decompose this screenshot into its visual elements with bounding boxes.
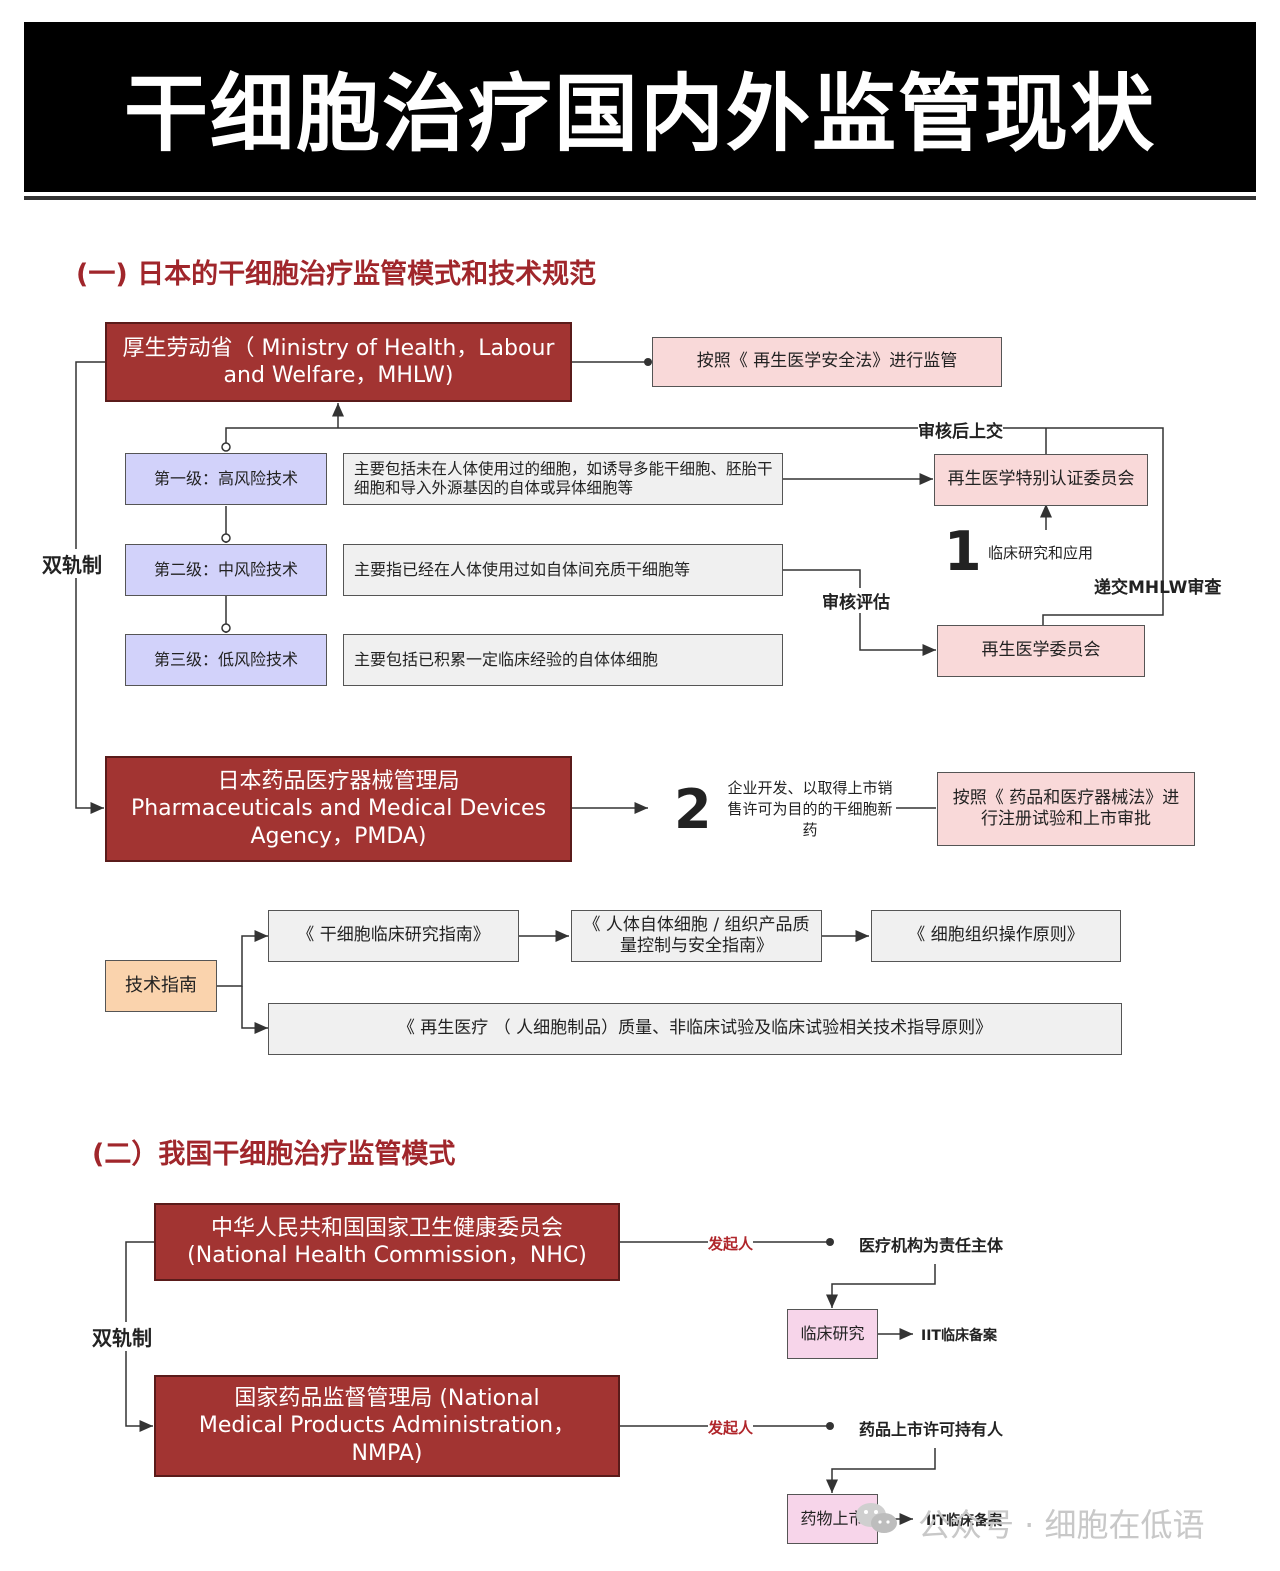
- guide-3: 《 细胞组织操作原则》: [871, 910, 1121, 962]
- iit-filing-1: IIT临床备案: [921, 1328, 997, 1344]
- special-committee-box: 再生医学特别认证委员会: [934, 454, 1148, 506]
- watermark-text: 公众号 · 细胞在低语: [918, 1506, 1205, 1544]
- dual-track-label-1: 双轨制: [42, 549, 102, 578]
- dual-track-label-2: 双轨制: [92, 1322, 152, 1351]
- section1-heading: (一) 日本的干细胞治疗监管模式和技术规范: [76, 259, 597, 290]
- tech-guide-box: 技术指南: [105, 960, 217, 1012]
- nmpa-subject: 药品上市许可持有人: [859, 1420, 1004, 1439]
- submit-mhlw-label: 递交MHLW审查: [1094, 578, 1222, 598]
- clinical-app-label: 临床研究和应用: [988, 544, 1094, 562]
- pmda-box: 日本药品医疗器械管理局 Pharmaceuticals and Medical …: [105, 756, 572, 862]
- clinical-research-box: 临床研究: [787, 1309, 878, 1359]
- level3-desc: 主要包括已积累一定临床经验的自体体细胞: [343, 634, 783, 686]
- level2-desc: 主要指已经在人体使用过如自体间充质干细胞等: [343, 544, 783, 596]
- title-underline: [24, 196, 1256, 200]
- title-bar: 干细胞治疗国内外监管现状: [24, 22, 1256, 192]
- iit-filing-2: IIT临床备案: [926, 1513, 1002, 1529]
- level1-desc: 主要包括未在人体使用过的细胞，如诱导多能干细胞、胚胎干细胞和导入外源基因的自体或…: [343, 453, 783, 505]
- page-title: 干细胞治疗国内外监管现状: [123, 64, 1156, 163]
- level1-box: 第一级：高风险技术: [125, 453, 327, 505]
- mhlw-box: 厚生劳动省（ Ministry of Health，Labour and Wel…: [105, 322, 572, 402]
- level2-box: 第二级：中风险技术: [125, 544, 327, 596]
- nmpa-box: 国家药品监督管理局 (National Medical Products Adm…: [154, 1375, 620, 1477]
- pmda-law-box: 按照《 药品和医疗器械法》进行注册试验和上市审批: [937, 772, 1195, 846]
- number-1: 1: [944, 520, 982, 583]
- mhlw-law-box: 按照《 再生医学安全法》进行监管: [652, 337, 1002, 387]
- level3-box: 第三级：低风险技术: [125, 634, 327, 686]
- initiator-label-2: 发起人: [708, 1417, 754, 1438]
- guide-2: 《 人体自体细胞 / 组织产品质量控制与安全指南》: [571, 910, 822, 962]
- nhc-subject: 医疗机构为责任主体: [859, 1236, 1004, 1255]
- wechat-icon: [854, 1500, 900, 1542]
- review-submit-label: 审核后上交: [918, 417, 1003, 442]
- pmda-desc: 企业开发、以取得上市销售许可为目的的干细胞新药: [724, 778, 896, 841]
- review-eval-label: 审核评估: [822, 588, 890, 613]
- number-2: 2: [674, 778, 712, 841]
- guide-4: 《 再生医疗 （ 人细胞制品）质量、非临床试验及临床试验相关技术指导原则》: [268, 1003, 1122, 1055]
- guide-1: 《 干细胞临床研究指南》: [268, 910, 519, 962]
- initiator-label-1: 发起人: [708, 1233, 754, 1254]
- section2-heading: (二）我国干细胞治疗监管模式: [92, 1139, 456, 1170]
- nhc-box: 中华人民共和国国家卫生健康委员会 (National Health Commis…: [154, 1203, 620, 1281]
- regen-committee-box: 再生医学委员会: [937, 625, 1145, 677]
